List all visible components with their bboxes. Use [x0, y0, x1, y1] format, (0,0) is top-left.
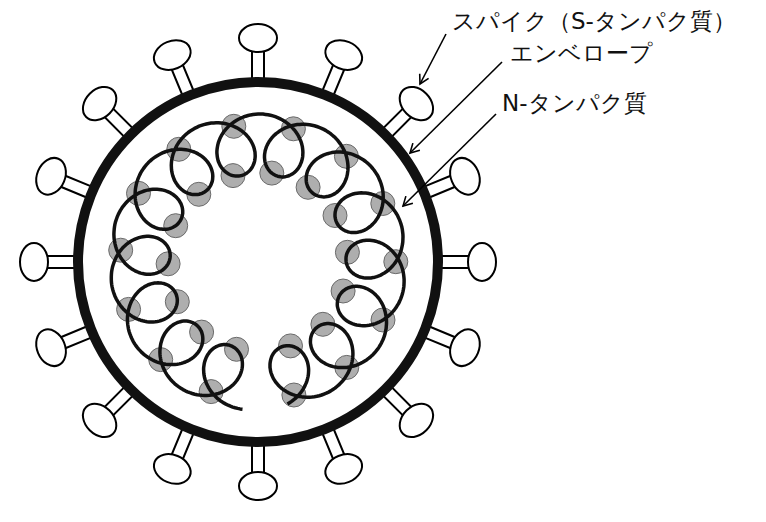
part-label: N-タンパク質	[502, 90, 647, 118]
part-label: エンベロープ	[510, 40, 653, 68]
rna-coil	[111, 114, 404, 409]
spike-stalk	[46, 256, 76, 268]
spike	[239, 444, 277, 500]
spike-head	[76, 397, 123, 444]
leader-arrow	[403, 114, 496, 206]
rna-strand	[111, 114, 404, 409]
spike-head	[31, 325, 71, 371]
spike-head	[31, 153, 71, 199]
spike-head	[76, 80, 123, 127]
spike	[440, 243, 496, 281]
spike-head	[149, 449, 195, 489]
spike-head	[393, 80, 440, 127]
spike-head	[393, 397, 440, 444]
spike-stalk	[252, 444, 264, 474]
spike-head	[321, 449, 367, 489]
leader-arrow	[410, 62, 502, 153]
spike-head	[239, 24, 277, 52]
spike-head	[445, 153, 485, 199]
leader-arrow	[420, 34, 446, 84]
spike-head	[149, 35, 195, 75]
spike-stalk	[252, 50, 264, 80]
part-label: スパイク（S-タンパク質）	[452, 8, 736, 36]
spike-head	[239, 472, 277, 500]
spike-head	[20, 243, 48, 281]
spike	[20, 243, 76, 281]
spike-head	[321, 35, 367, 75]
spike	[239, 24, 277, 80]
spike-stalk	[440, 256, 470, 268]
spike-head	[468, 243, 496, 281]
envelope-ring	[78, 82, 438, 442]
spike-proteins	[20, 24, 496, 500]
spike-head	[445, 325, 485, 371]
